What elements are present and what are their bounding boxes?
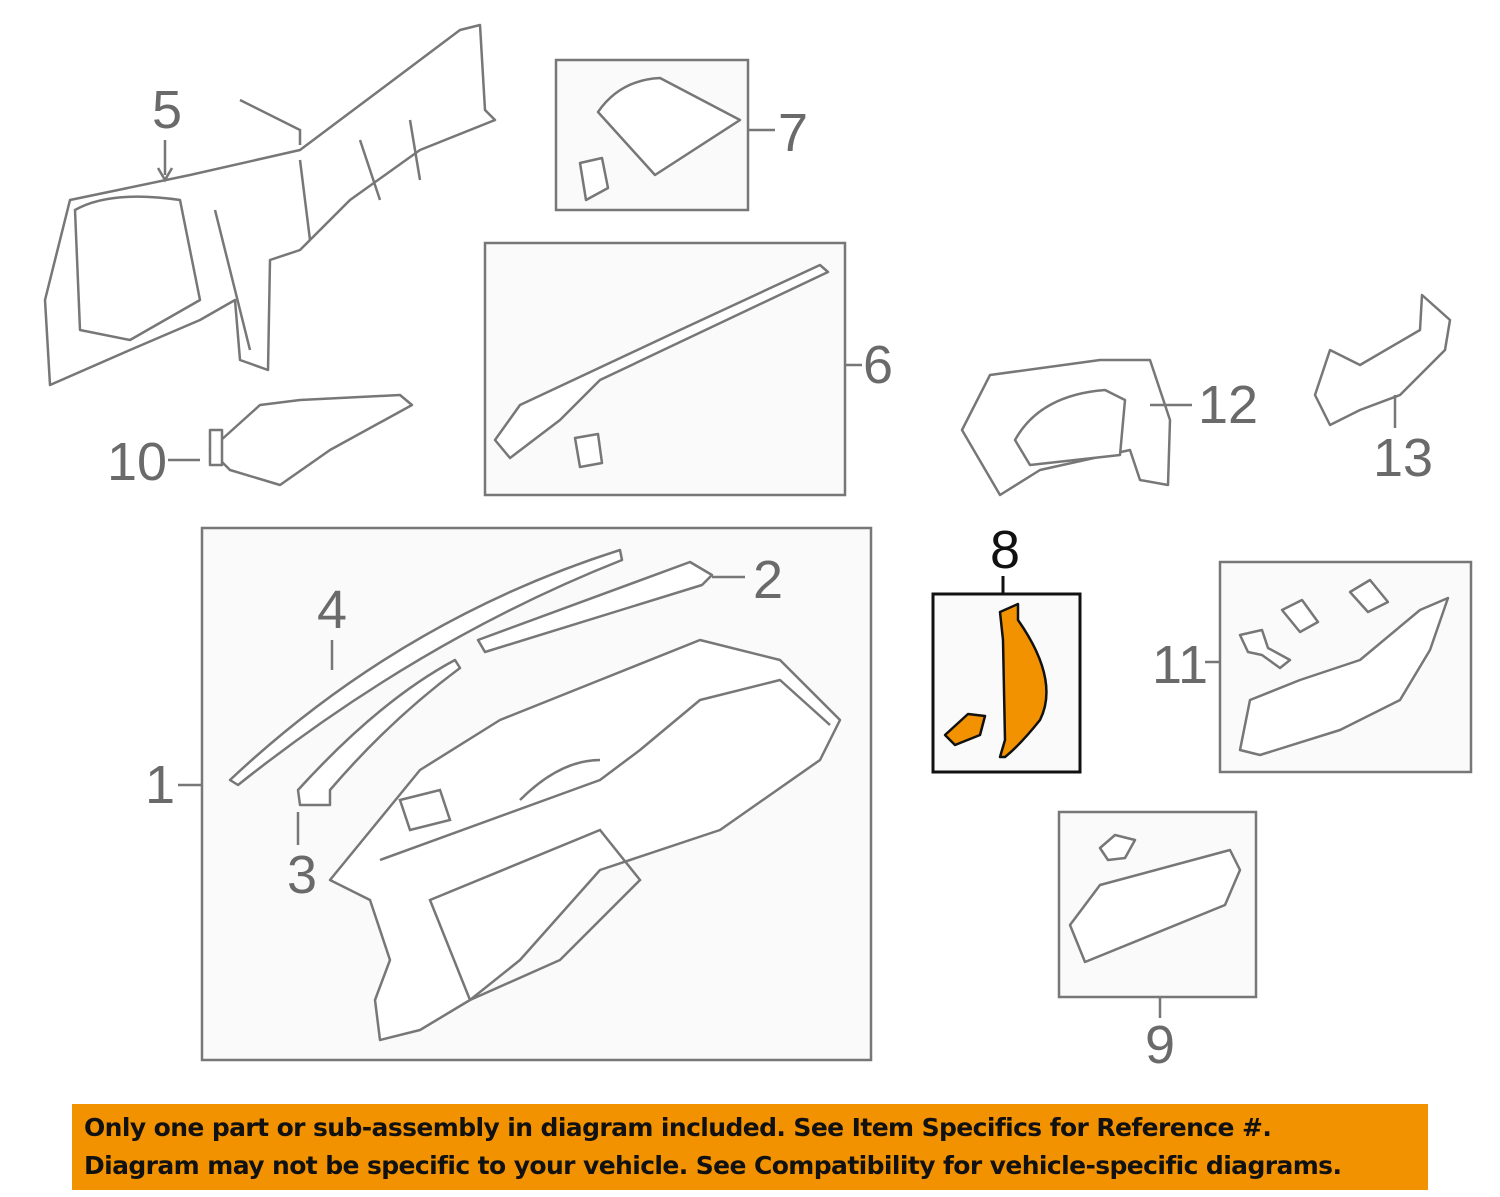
- part-5-crossbeam: [43, 23, 497, 387]
- part-7-airbag-cover: [578, 76, 742, 202]
- callout-11: 11: [1151, 635, 1209, 695]
- part-9-glove-box-trim: [1068, 833, 1242, 964]
- part-10-bracket: [208, 393, 414, 487]
- callout-12: 12: [1197, 375, 1259, 435]
- part-11-knee-panel: [1238, 578, 1450, 757]
- callout-6: 6: [862, 335, 894, 395]
- part-8-trim-panel: [943, 602, 1048, 759]
- callout-13: 13: [1372, 428, 1434, 488]
- callout-2: 2: [752, 550, 784, 610]
- part-12-cluster-bezel: [960, 358, 1172, 497]
- part-4-trim-strip: [228, 548, 624, 787]
- callout-8: 8: [989, 520, 1021, 580]
- part-1-instrument-panel: [328, 638, 842, 1042]
- callout-5: 5: [151, 80, 183, 140]
- callout-10: 10: [106, 432, 168, 492]
- disclaimer-line-2: Diagram may not be specific to your vehi…: [84, 1151, 1342, 1180]
- callout-3: 3: [286, 845, 318, 905]
- disclaimer-banner: Only one part or sub-assembly in diagram…: [72, 1104, 1428, 1190]
- callout-4: 4: [316, 580, 348, 640]
- callout-7: 7: [777, 103, 809, 163]
- disclaimer-line-1: Only one part or sub-assembly in diagram…: [84, 1113, 1272, 1142]
- part-2-trim-strip: [476, 560, 714, 654]
- callout-9: 9: [1144, 1015, 1176, 1075]
- part-13-brace: [1313, 293, 1452, 427]
- part-6-defroster-grille: [493, 263, 830, 469]
- part-3-trim-strip: [296, 658, 462, 807]
- callout-1: 1: [144, 755, 176, 815]
